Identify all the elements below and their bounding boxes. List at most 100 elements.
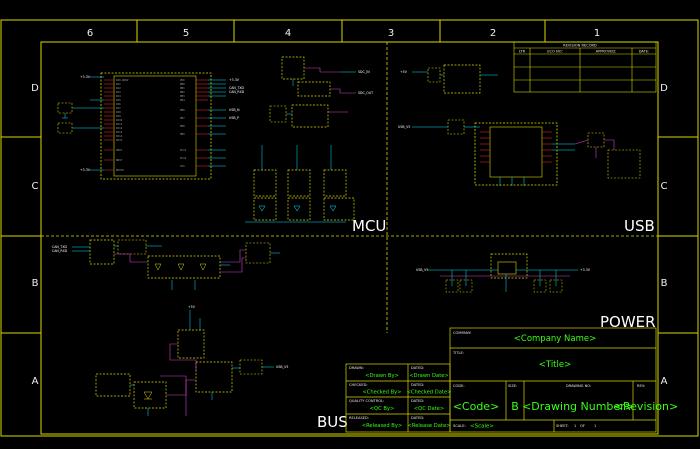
- usb-connector: [607, 149, 641, 179]
- title-block-company-value: <Company Name>: [514, 334, 596, 344]
- section-dividers: [41, 42, 658, 333]
- signoff-drawn-dated-label: DATED:: [411, 366, 424, 370]
- signoff-released-label: RELEASED:: [349, 416, 369, 420]
- usb-section: +5V USB_V5: [398, 64, 641, 186]
- usb-connector-nets: [574, 139, 615, 158]
- power-net-v33: +3.3V: [580, 268, 591, 272]
- switch-block-2: [287, 197, 311, 221]
- can-bus-nets: [114, 249, 246, 273]
- ldo-body: [497, 261, 517, 275]
- title-block-code-label: CODE:: [453, 384, 465, 388]
- row-label-a-left: A: [32, 376, 39, 387]
- bus-net-v5: +5V: [188, 305, 196, 309]
- title-block-rev-label: REV:: [637, 384, 645, 388]
- svg-text:PA9: PA9: [116, 114, 121, 118]
- bus-diode: [143, 391, 153, 400]
- svg-text:PA1: PA1: [116, 82, 121, 86]
- svg-text:PA4: PA4: [116, 94, 121, 98]
- svg-text:VDD: VDD: [180, 78, 185, 82]
- title-block: [345, 327, 657, 433]
- signoff-released-value: <Released By>: [362, 423, 403, 429]
- title-block-size-value: B: [511, 400, 519, 413]
- section-label-usb: USB: [624, 217, 655, 235]
- power-section: USB_V5 +3.3V: [416, 253, 591, 293]
- column-label-3: 3: [388, 28, 394, 39]
- usb-bridge-pins: [480, 131, 552, 163]
- title-block-size-label: SIZE:: [508, 384, 517, 388]
- row-label-d-left: D: [31, 83, 39, 94]
- mcu-net-v33-right: +3.3V: [229, 78, 240, 82]
- signoff-qc-value: <QC By>: [370, 406, 395, 412]
- svg-text:PA14: PA14: [116, 134, 123, 138]
- revision-col-ltr: LTR: [519, 50, 526, 54]
- power-wires: [428, 269, 578, 292]
- signoff-drawn-value: <Drawn By>: [365, 373, 399, 379]
- svg-text:PA2: PA2: [116, 86, 121, 90]
- signoff-qc-dated-value: <QC Date>: [414, 406, 444, 412]
- column-label-2: 2: [490, 28, 496, 39]
- mcu-net-sdc-in: SDC_IN: [358, 70, 370, 74]
- signoff-qc-label: QUALITY CONTROL:: [349, 399, 384, 403]
- signoff-drawn-dated-value: <Drawn Date>: [409, 373, 449, 379]
- svg-text:PB8: PB8: [180, 124, 185, 128]
- revision-col-approved: APPROVED:: [596, 50, 617, 54]
- svg-text:NRST: NRST: [116, 158, 123, 162]
- svg-text:PB4: PB4: [180, 98, 185, 102]
- revision-col-date: DATE:: [639, 50, 650, 54]
- title-block-scale-value: <Scale>: [470, 424, 494, 430]
- can-transceiver-ic: [89, 239, 115, 265]
- svg-text:PA6: PA6: [116, 102, 121, 106]
- title-block-title-label: TITLE:: [452, 351, 464, 355]
- svg-text:PC13: PC13: [180, 148, 187, 152]
- svg-text:PA7: PA7: [116, 106, 121, 110]
- column-labels: 6 5 4 3 2 1: [87, 28, 600, 39]
- svg-text:PA15: PA15: [116, 138, 123, 142]
- title-block-sheet-total: 1: [594, 424, 596, 428]
- column-label-6: 6: [87, 28, 93, 39]
- mcu-left-component-wires: [62, 107, 104, 129]
- power-net-usb-v5: USB_V5: [416, 268, 428, 272]
- usb-regulator-wires: [412, 71, 498, 76]
- usb-net-usb-v5: USB_V5: [398, 125, 410, 129]
- row-label-c-left: C: [32, 181, 39, 192]
- usb-regulator-ic: [443, 64, 481, 94]
- can-connector: [245, 242, 271, 264]
- svg-text:PA0-WKUP: PA0-WKUP: [116, 78, 129, 82]
- can-tvs-array: [147, 255, 221, 279]
- row-labels: D C B A D C B A: [31, 83, 668, 387]
- power-caps: [445, 279, 563, 293]
- mcu-oscillator-wires: [286, 71, 356, 115]
- usb-bridge-wires: [412, 126, 575, 186]
- svg-text:PB7: PB7: [180, 116, 185, 120]
- led-block-2: [287, 169, 311, 197]
- signoff-drawn-label: DRAWN:: [349, 366, 364, 370]
- mcu-led-cluster: [245, 145, 355, 223]
- mcu-right-pins: [196, 79, 208, 167]
- column-label-5: 5: [183, 28, 189, 39]
- signoff-qc-dated-label: DATED:: [411, 399, 424, 403]
- mcu-net-v33-bottom: +3.3V: [80, 168, 91, 172]
- led-block-1: [253, 169, 277, 197]
- mcu-sensor-passives: [269, 105, 287, 123]
- svg-text:PA13: PA13: [116, 130, 123, 134]
- can-wires: [72, 245, 280, 290]
- signoff-released-dated-value: <Release Date>: [407, 423, 450, 429]
- column-label-1: 1: [594, 28, 600, 39]
- row-label-b-left: B: [32, 278, 39, 289]
- bus-transceiver-section: CAN_TXD CAN_RXD: [52, 239, 280, 290]
- signoff-checked-value: <Checked By>: [362, 390, 401, 396]
- signoff-checked-dated-value: <Checked Date>: [407, 390, 452, 396]
- mcu-sensor-ic: [291, 104, 329, 128]
- row-label-b-right: B: [661, 278, 668, 289]
- title-block-title-value: <Title>: [539, 360, 571, 370]
- svg-text:PB2: PB2: [180, 90, 185, 94]
- revision-record-title: REVISION RECORD: [563, 44, 597, 48]
- mcu-left-pins: [104, 79, 114, 171]
- mcu-net-v33-left: +3.3V: [80, 75, 91, 79]
- svg-text:PB0: PB0: [180, 82, 185, 86]
- row-label-d-right: D: [660, 83, 668, 94]
- mcu-net-sdc-out: SDC_OUT: [358, 91, 373, 95]
- bus-net-usb-v5: USB_V5: [276, 365, 288, 369]
